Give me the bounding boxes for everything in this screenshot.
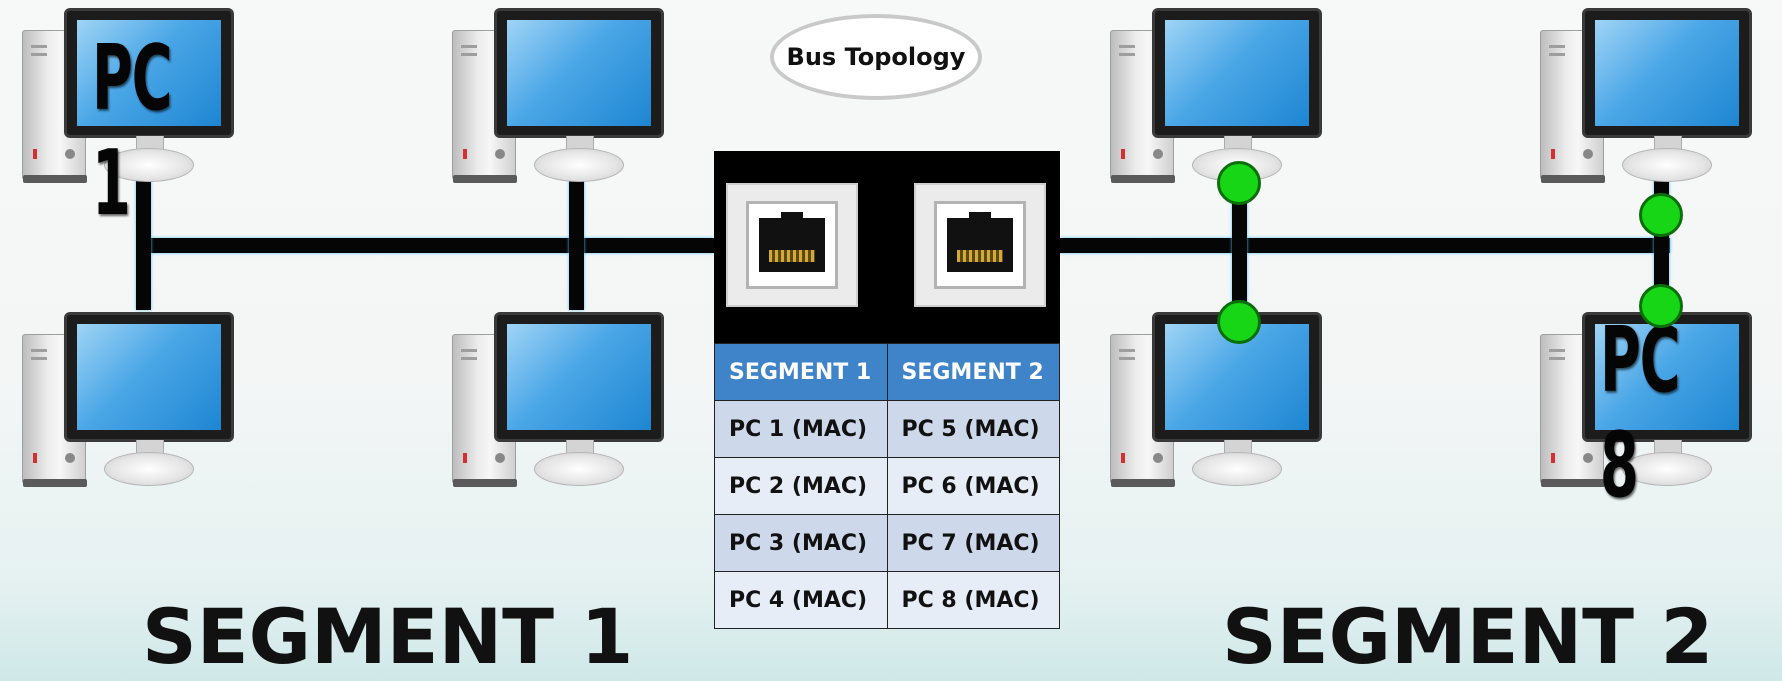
pc-monitor [1582, 312, 1752, 442]
table-cell: PC 8 (MAC) [886, 571, 1060, 629]
marker-dot-pc-8 [1639, 284, 1683, 328]
computer-pc-6 [1540, 8, 1752, 188]
pc-monitor [64, 312, 234, 442]
table-cell: PC 2 (MAC) [714, 457, 888, 515]
pc-stand [1622, 452, 1712, 486]
ethernet-port-icon [947, 212, 1013, 272]
ethernet-port-icon [759, 212, 825, 272]
pc-stand [1622, 148, 1712, 182]
switch-port-2 [914, 183, 1046, 307]
switch-device [714, 151, 1060, 343]
pc-monitor [64, 8, 234, 138]
drop-line-pc-2-4 [569, 180, 584, 310]
table-header-row: SEGMENT 1 SEGMENT 2 [714, 343, 1060, 401]
pc-monitor [1152, 8, 1322, 138]
diagram-title: Bus Topology [786, 43, 966, 71]
table-cell: PC 6 (MAC) [886, 457, 1060, 515]
marker-dot-pc-6 [1639, 193, 1683, 237]
table-header: SEGMENT 1 [714, 343, 888, 401]
table-row: PC 2 (MAC) PC 6 (MAC) [714, 457, 1060, 515]
title-ellipse: Bus Topology [770, 14, 982, 100]
computer-pc-3 [22, 312, 234, 492]
pc-monitor [494, 312, 664, 442]
pc-monitor [1582, 8, 1752, 138]
drop-line-pc-5-7 [1232, 178, 1247, 318]
bus-line-segment-2 [1060, 238, 1670, 253]
pc-monitor [494, 8, 664, 138]
marker-dot-pc-5 [1217, 161, 1261, 205]
computer-pc-8: PC 8 [1540, 308, 1752, 518]
pc-8-label: PC 8 [1600, 308, 1681, 518]
pc-stand [534, 452, 624, 486]
table-header: SEGMENT 2 [886, 343, 1060, 401]
computer-pc-4 [452, 312, 664, 492]
table-row: PC 1 (MAC) PC 5 (MAC) [714, 400, 1060, 458]
computer-pc-7 [1110, 312, 1322, 492]
table-cell: PC 5 (MAC) [886, 400, 1060, 458]
computer-pc-2 [452, 8, 664, 188]
segment-1-label: SEGMENT 1 [142, 592, 634, 681]
pc-stand [1192, 452, 1282, 486]
table-cell: PC 7 (MAC) [886, 514, 1060, 572]
switch-port-1 [726, 183, 858, 307]
pc-1-label: PC 1 [92, 26, 173, 236]
table-row: PC 4 (MAC) PC 8 (MAC) [714, 571, 1060, 629]
computer-pc-5 [1110, 8, 1322, 188]
segment-2-label: SEGMENT 2 [1222, 592, 1714, 681]
bus-line-segment-1 [143, 238, 714, 253]
mac-address-table: SEGMENT 1 SEGMENT 2 PC 1 (MAC) PC 5 (MAC… [714, 343, 1060, 629]
computer-pc-1: PC 1 [22, 8, 234, 236]
pc-stand [104, 148, 194, 182]
marker-dot-pc-7 [1217, 300, 1261, 344]
table-cell: PC 1 (MAC) [714, 400, 888, 458]
table-row: PC 3 (MAC) PC 7 (MAC) [714, 514, 1060, 572]
pc-stand [104, 452, 194, 486]
table-cell: PC 4 (MAC) [714, 571, 888, 629]
table-cell: PC 3 (MAC) [714, 514, 888, 572]
pc-stand [534, 148, 624, 182]
drop-line-pc-1-3 [136, 180, 151, 310]
